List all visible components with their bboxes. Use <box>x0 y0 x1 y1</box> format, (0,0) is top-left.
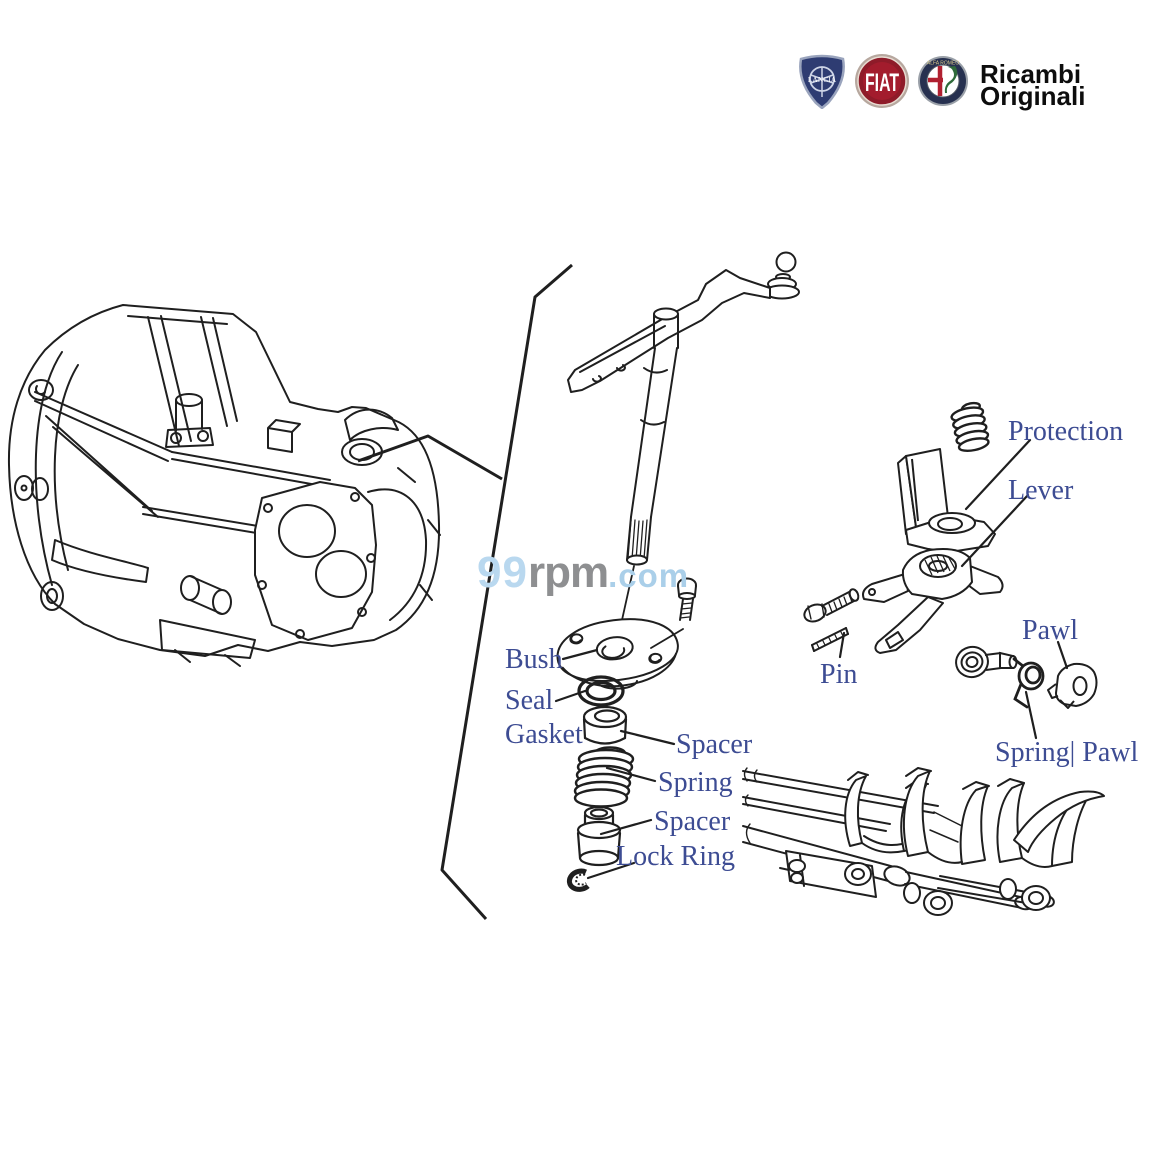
watermark-rpm: rpm <box>527 548 609 597</box>
seal-ring <box>577 675 625 707</box>
pawl-part <box>1047 662 1098 709</box>
label-bush: Bush <box>505 644 563 675</box>
brand-title-line2: Originali <box>980 81 1086 111</box>
label-spring: Spring <box>658 767 733 798</box>
shift-forks-assembly <box>742 767 1105 916</box>
selector-shaft <box>567 251 800 639</box>
label-leader-lines <box>554 438 1069 880</box>
divider-line <box>440 263 573 921</box>
svg-text:FIAT: FIAT <box>865 70 899 97</box>
watermark-99: 99 <box>477 548 528 597</box>
shaft-ball-end <box>775 251 797 273</box>
bush-flange <box>556 618 679 690</box>
detent-spring <box>573 746 635 808</box>
lever-bolt <box>803 588 860 623</box>
protection-bracket <box>897 448 996 560</box>
flange-bolt <box>650 577 697 649</box>
spacer-cylinder <box>576 805 622 867</box>
gearbox-leader-line <box>357 434 503 481</box>
label-pawl: Pawl <box>1022 615 1078 646</box>
label-protection: Protection <box>1008 416 1123 447</box>
label-lever: Lever <box>1008 475 1074 506</box>
label-gasket: Gasket <box>505 719 583 750</box>
label-seal: Seal <box>505 685 553 716</box>
gearbox-housing <box>7 304 441 667</box>
label-spacer-lower: Spacer <box>654 806 731 837</box>
brand-title-line1: Ricambi <box>980 58 1082 89</box>
svg-text:LANCIA: LANCIA <box>808 75 837 84</box>
lock-ring-clip <box>566 868 590 892</box>
alfa-romeo-badge-icon: ALFA ROMEO <box>918 56 968 106</box>
lancia-badge-icon: LANCIA <box>799 54 845 109</box>
label-spacer-upper: Spacer <box>676 729 753 760</box>
ball-stud <box>955 645 1018 679</box>
gasket-cup <box>582 705 628 745</box>
svg-text:ALFA ROMEO: ALFA ROMEO <box>927 61 959 67</box>
fiat-badge-icon: FIAT <box>855 54 909 108</box>
watermark-com: .com <box>608 557 690 594</box>
label-spring-pawl: Spring| Pawl <box>995 737 1139 768</box>
protection-spring <box>950 401 990 453</box>
selector-lever <box>862 548 1004 654</box>
label-lock-ring: Lock Ring <box>616 841 735 872</box>
brand-header: LANCIA FIAT ALFA ROMEO Ricambi Originali <box>797 52 1085 110</box>
shaft-splines <box>627 519 648 561</box>
label-pin: Pin <box>820 659 857 690</box>
pawl-spring-clip <box>1012 657 1045 709</box>
brand-title: Ricambi Originali <box>980 55 1086 111</box>
